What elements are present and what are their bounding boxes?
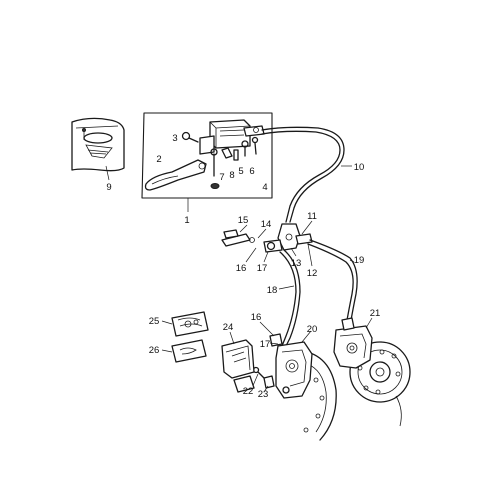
callout-15: 15	[238, 215, 249, 226]
pad-kit-26	[171, 339, 207, 363]
callout-8: 8	[229, 170, 234, 181]
callout-24: 24	[223, 322, 234, 333]
callout-17-lower: 17	[260, 339, 271, 350]
right-brake-hose	[307, 239, 358, 327]
callout-13: 13	[291, 258, 302, 269]
callout-6: 6	[249, 166, 254, 177]
distribution-block	[263, 223, 313, 253]
callout-2: 2	[156, 154, 161, 165]
callout-1: 1	[184, 215, 189, 226]
callout-5: 5	[238, 166, 243, 177]
callout-26: 26	[149, 345, 160, 356]
callout-17-upper: 17	[257, 263, 268, 274]
callout-12: 12	[307, 268, 318, 279]
callout-4: 4	[262, 182, 267, 193]
callout-11: 11	[307, 211, 317, 222]
master-cylinder-assembly-frame	[141, 112, 273, 212]
callout-23: 23	[258, 389, 269, 400]
pad-kit-25	[171, 311, 209, 337]
left-caliper	[269, 333, 313, 399]
brake-lever	[144, 159, 207, 191]
callout-3: 3	[172, 133, 177, 144]
callout-22: 22	[243, 386, 254, 397]
master-cylinder-reservoir	[199, 119, 265, 155]
callout-14: 14	[261, 219, 272, 230]
callout-16-lower: 16	[251, 312, 262, 323]
callout-25: 25	[149, 316, 160, 327]
repair-kit-bag	[71, 117, 125, 172]
callout-18: 18	[267, 285, 278, 296]
right-brake-disc	[349, 341, 411, 427]
callout-10: 10	[354, 162, 365, 173]
callout-7: 7	[219, 172, 224, 183]
left-brake-hose	[279, 249, 301, 347]
screw-3	[181, 131, 199, 143]
brake-pads	[221, 339, 255, 393]
pivot-bolt	[210, 148, 220, 189]
callout-16-upper: 16	[236, 263, 247, 274]
callout-20: 20	[307, 324, 318, 335]
callout-21: 21	[370, 308, 381, 319]
switch-parts	[221, 136, 259, 161]
callout-19: 19	[354, 255, 365, 266]
callout-9: 9	[106, 182, 111, 193]
right-caliper	[333, 317, 373, 369]
mounting-bracket	[221, 229, 255, 247]
upper-brake-hose	[261, 126, 345, 223]
